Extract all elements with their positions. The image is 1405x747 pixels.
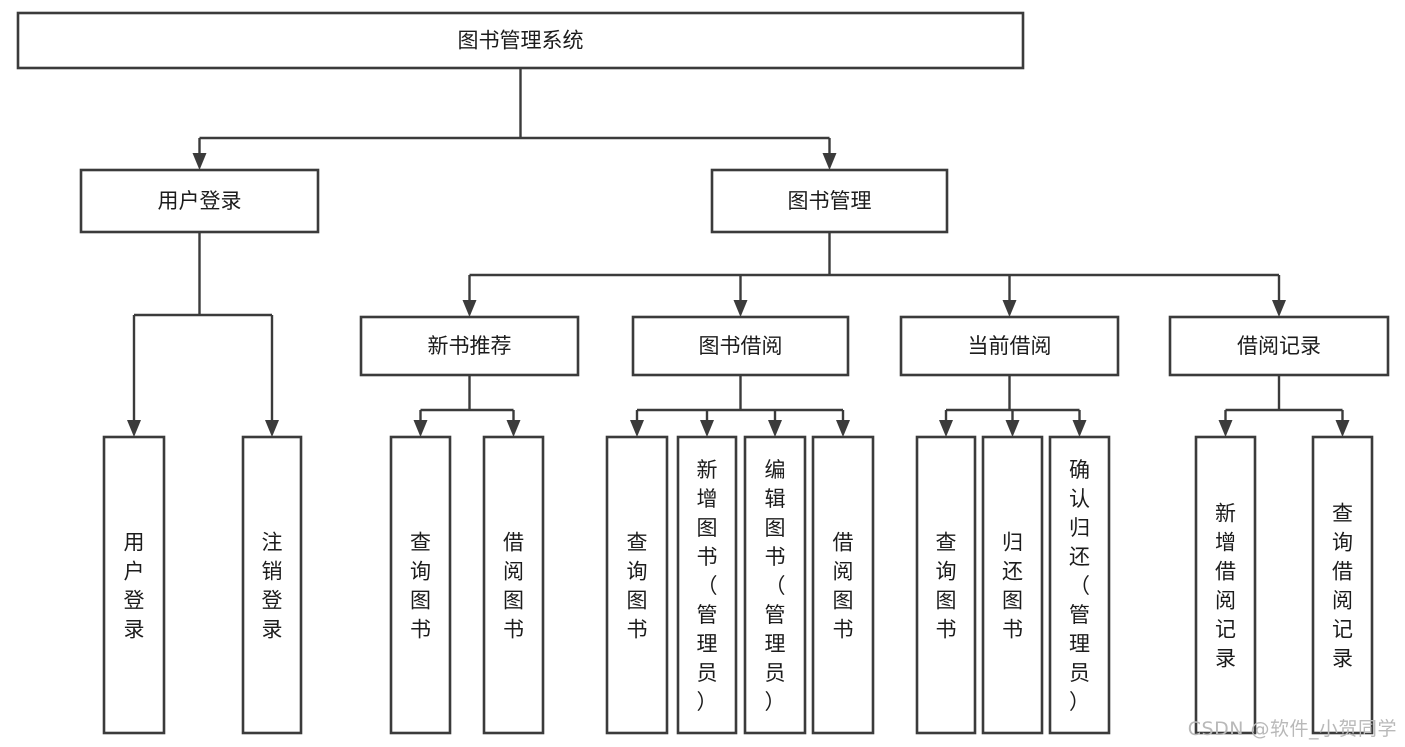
node-label: 归还图书 (1002, 531, 1023, 642)
arrow-head-icon (822, 153, 837, 170)
node-label: 查询图书 (627, 531, 648, 642)
node-box[interactable] (16, 11, 1025, 70)
arrow-head-icon (265, 420, 279, 437)
connector-layer (127, 68, 1350, 437)
node-box[interactable] (743, 435, 807, 735)
node-label: 编辑图书（管理员） (765, 458, 786, 714)
node-box[interactable] (811, 435, 875, 735)
arrow-head-icon (192, 153, 207, 170)
arrow-head-icon (836, 420, 850, 437)
arrow-head-icon (1072, 420, 1087, 437)
node-label: 查询借阅记录 (1332, 502, 1353, 671)
node-label: 借阅记录 (1237, 334, 1321, 358)
node-box[interactable] (1194, 435, 1257, 735)
node-leaf-归还图书[interactable]: 归还图书 (981, 435, 1044, 735)
node-leaf-确认归还管理员[interactable]: 确认归还（管理员） (1048, 435, 1111, 735)
arrow-head-icon (630, 420, 644, 437)
node-level3-新书推荐[interactable]: 新书推荐 (359, 315, 580, 377)
node-label: 用户登录 (158, 189, 242, 213)
node-label: 注销登录 (262, 531, 283, 642)
node-leaf-编辑图书管理员[interactable]: 编辑图书（管理员） (743, 435, 807, 735)
node-level2-图书管理[interactable]: 图书管理 (710, 168, 949, 234)
node-level2-用户登录[interactable]: 用户登录 (79, 168, 320, 234)
arrow-head-icon (127, 420, 141, 437)
node-label: 用户登录 (124, 531, 145, 642)
arrow-head-icon (1005, 420, 1020, 437)
node-leaf-借阅图书[interactable]: 借阅图书 (811, 435, 875, 735)
csdn-watermark: CSDN @软件_小贺同学 (1187, 718, 1397, 740)
node-box[interactable] (1048, 435, 1111, 735)
arrow-head-icon (939, 420, 953, 437)
node-box[interactable] (899, 315, 1120, 377)
node-box[interactable] (631, 315, 850, 377)
node-label: 查询图书 (936, 531, 957, 642)
node-label: 新书推荐 (428, 334, 512, 358)
arrow-head-icon (733, 300, 748, 317)
node-label: 借阅图书 (503, 531, 524, 642)
node-box[interactable] (359, 315, 580, 377)
node-root-图书管理系统[interactable]: 图书管理系统 (16, 11, 1025, 70)
node-box[interactable] (710, 168, 949, 234)
arrow-head-icon (462, 300, 477, 317)
node-box[interactable] (102, 435, 166, 735)
node-box[interactable] (389, 435, 452, 735)
node-leaf-查询借阅记录[interactable]: 查询借阅记录 (1311, 435, 1374, 735)
arrow-head-icon (1218, 420, 1233, 437)
node-label: 当前借阅 (968, 334, 1052, 358)
node-label: 新增借阅记录 (1215, 502, 1236, 671)
arrow-head-icon (1002, 300, 1017, 317)
node-leaf-查询图书[interactable]: 查询图书 (389, 435, 452, 735)
node-leaf-用户登录[interactable]: 用户登录 (102, 435, 166, 735)
node-box[interactable] (1168, 315, 1390, 377)
node-label: 查询图书 (410, 531, 431, 642)
node-leaf-借阅图书[interactable]: 借阅图书 (482, 435, 545, 735)
node-leaf-新增借阅记录[interactable]: 新增借阅记录 (1194, 435, 1257, 735)
node-leaf-查询图书[interactable]: 查询图书 (605, 435, 669, 735)
node-level3-借阅记录[interactable]: 借阅记录 (1168, 315, 1390, 377)
node-box[interactable] (482, 435, 545, 735)
node-layer: 图书管理系统用户登录图书管理新书推荐图书借阅当前借阅借阅记录用户登录注销登录查询… (16, 11, 1390, 735)
node-label: 新增图书（管理员） (697, 458, 718, 714)
node-box[interactable] (79, 168, 320, 234)
node-label: 图书借阅 (699, 334, 783, 358)
node-leaf-新增图书管理员[interactable]: 新增图书（管理员） (676, 435, 738, 735)
node-box[interactable] (1311, 435, 1374, 735)
node-level3-图书借阅[interactable]: 图书借阅 (631, 315, 850, 377)
node-leaf-注销登录[interactable]: 注销登录 (241, 435, 303, 735)
node-label: 确认归还（管理员） (1069, 458, 1090, 714)
node-leaf-查询图书[interactable]: 查询图书 (915, 435, 977, 735)
node-box[interactable] (915, 435, 977, 735)
arrow-head-icon (413, 420, 428, 437)
arrow-head-icon (506, 420, 521, 437)
node-label: 借阅图书 (833, 531, 854, 642)
node-box[interactable] (605, 435, 669, 735)
node-label: 图书管理 (788, 189, 872, 213)
node-label: 图书管理系统 (458, 29, 584, 53)
arrow-head-icon (1272, 300, 1286, 317)
node-box[interactable] (676, 435, 738, 735)
arrow-head-icon (700, 420, 714, 437)
arrow-head-icon (1335, 420, 1350, 437)
node-box[interactable] (981, 435, 1044, 735)
node-box[interactable] (241, 435, 303, 735)
arrow-head-icon (768, 420, 782, 437)
node-level3-当前借阅[interactable]: 当前借阅 (899, 315, 1120, 377)
